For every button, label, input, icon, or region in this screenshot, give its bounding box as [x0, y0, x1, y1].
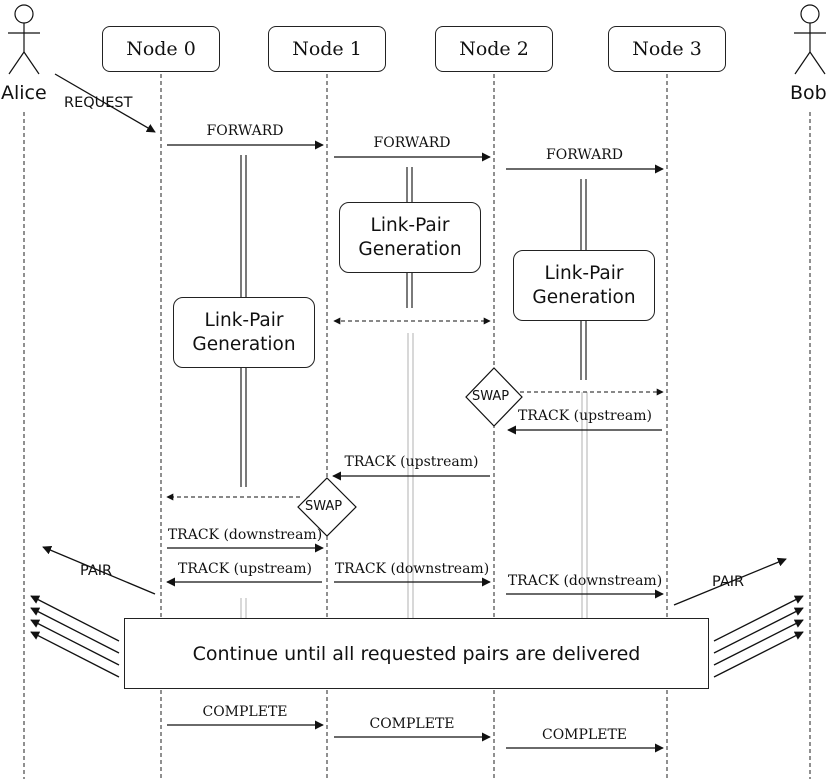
alice-actor-icon: [8, 4, 40, 75]
pair-arrow-bob: [673, 557, 787, 606]
repeat-pair-arrows-bob: [713, 595, 804, 678]
request-arrow: [54, 73, 156, 133]
pair-arrow-alice: [42, 545, 156, 595]
track-arrows: [166, 425, 664, 599]
entanglement-arrows: [166, 317, 664, 501]
forward-arrows: [167, 140, 664, 174]
swap-diamond-node-1: [297, 477, 357, 537]
complete-arrows: [167, 720, 664, 753]
bob-actor-icon: [794, 4, 826, 75]
activation-bars: [240, 155, 587, 487]
repeat-pair-arrows-alice: [30, 595, 120, 678]
swap-diamond-node-2: [465, 367, 523, 427]
